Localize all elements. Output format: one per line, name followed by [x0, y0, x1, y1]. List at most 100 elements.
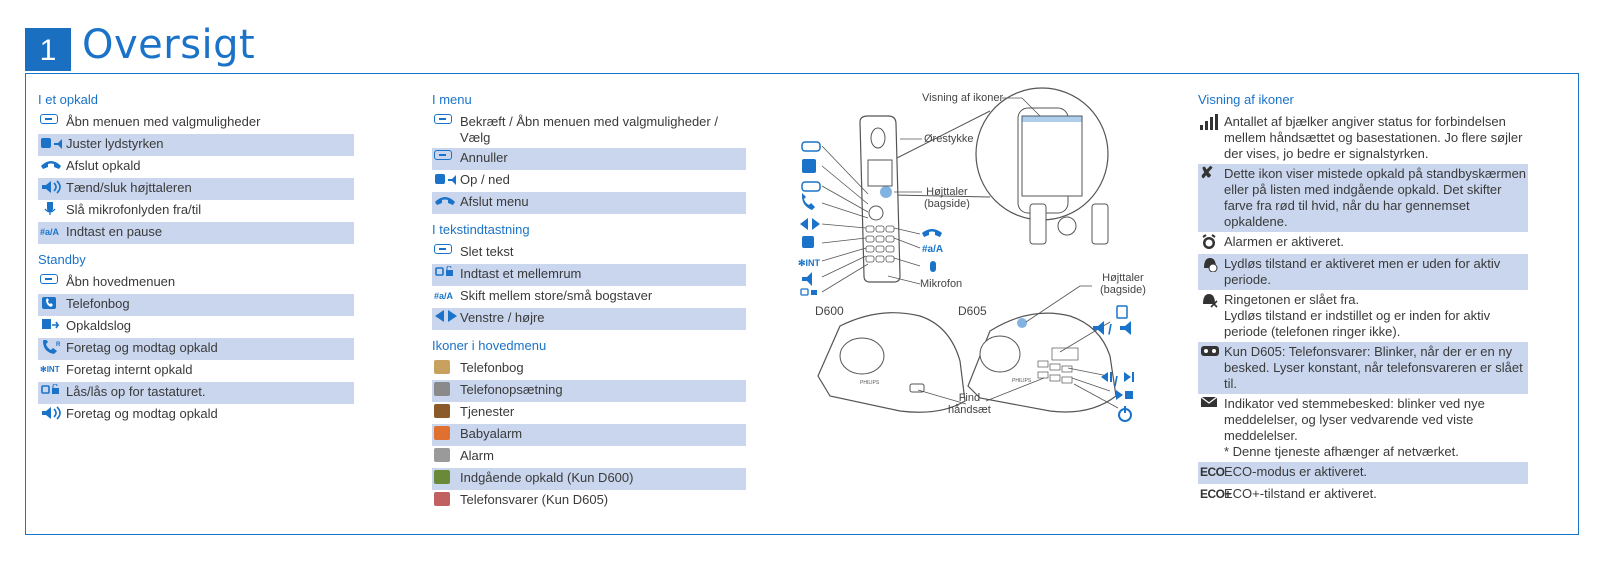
settings-menu-icon: [434, 382, 460, 396]
call-log-key-icon: [40, 318, 66, 332]
menu-key-row: Indgående opkald (Kun D600): [432, 468, 746, 490]
menu-key-row-text: Indgående opkald (Kun D600): [460, 470, 634, 485]
talk-key-icon: R: [40, 340, 66, 354]
phonebook-menu-icon: [434, 360, 460, 374]
handset-key-row: Afslut opkald: [38, 156, 354, 178]
svg-text:R: R: [56, 342, 61, 348]
pause-key-icon: #a/A: [434, 291, 454, 301]
label-d605: D605: [958, 304, 987, 318]
menu-key-row: Alarm: [432, 446, 746, 468]
display-icon-text: Antallet af bjælker angiver status for f…: [1224, 114, 1523, 161]
handset-key-row: Foretag og modtag opkald: [38, 404, 354, 426]
label-d600: D600: [815, 304, 844, 318]
handset-key-row-text: Åbn hovedmenuen: [66, 274, 176, 289]
softkey-icon: [434, 244, 460, 254]
handset-key-row-text: Opkaldslog: [66, 318, 132, 333]
intercom-key-label: ✻INT: [798, 258, 821, 268]
eco-icon: ECO: [1200, 464, 1225, 480]
pause-key-label: #a/A: [922, 244, 943, 255]
menu-key-row-text: Op / ned: [460, 172, 510, 187]
answering-machine-icon: [1200, 344, 1224, 358]
display-icon-text: Lydløs tilstand er aktiveret men er uden…: [1224, 256, 1501, 287]
menu-key-row: Bekræft / Åbn menuen med valgmuligheder …: [432, 112, 746, 148]
handset-key-row-text: Juster lydstyrken: [66, 136, 164, 151]
handset-key-row: Telefonbog: [38, 294, 354, 316]
handset-key-row-text: Indtast en pause: [66, 224, 163, 239]
speaker-icon: [40, 180, 66, 194]
display-icon-text: ECO-modus er aktiveret.: [1224, 464, 1368, 479]
display-icon-text: Dette ikon viser mistede opkald på stand…: [1224, 166, 1527, 229]
display-icon-text: Kun D605: Telefonsvarer: Blinker, når de…: [1224, 344, 1523, 391]
eco-label: ECO: [1200, 465, 1225, 479]
handset-key-row: R Foretag og modtag opkald: [38, 338, 354, 360]
display-icon-row: ✘Dette ikon viser mistede opkald på stan…: [1198, 164, 1528, 232]
eco-label: ECO+: [1200, 487, 1232, 501]
handset-key-row-text: Lås/lås op for tastaturet.: [66, 384, 206, 399]
alarm-menu-icon: [434, 448, 460, 462]
handset-key-row: Åbn hovedmenuen: [38, 272, 354, 294]
menu-key-row: Venstre / højre: [432, 308, 746, 330]
intercom-key-icon: ✻INT: [40, 365, 60, 374]
handset-key-row-text: Foretag og modtag opkald: [66, 340, 218, 355]
menu-key-row-text: Alarm: [460, 448, 494, 463]
handset-key-section-title: I et opkald: [38, 92, 98, 107]
left-right-icon: [434, 310, 460, 322]
menu-key-section-title: I menu: [432, 92, 472, 107]
answering-menu-icon: [434, 492, 460, 506]
content-frame: [25, 73, 1579, 535]
calllog-menu-icon: [434, 470, 460, 484]
lock-key-icon: [40, 384, 66, 396]
display-icon-row: Kun D605: Telefonsvarer: Blinker, når de…: [1198, 342, 1528, 394]
volume-keys-icon: [434, 172, 460, 186]
display-icon-row: Ringetonen er slået fra. Lydløs tilstand…: [1198, 290, 1528, 342]
label-microphone: Mikrofon: [920, 278, 963, 290]
menu-key-row: #a/A Skift mellem store/små bogstaver: [432, 286, 746, 308]
handset-drawing: [859, 115, 901, 283]
menu-key-row: Telefonbog: [432, 358, 746, 380]
mute-mic-icon: [40, 202, 66, 216]
display-icon-text: Ringetonen er slået fra. Lydløs tilstand…: [1224, 292, 1491, 339]
end-call-icon: [40, 158, 66, 170]
menu-key-row: Babyalarm: [432, 424, 746, 446]
menu-key-section-title: I tekstindtastning: [432, 222, 530, 237]
base-d600: PHILIPS: [817, 312, 966, 413]
handset-key-row-text: Åbn menuen med valgmuligheder: [66, 114, 261, 129]
display-icon-row: ECO+ECO+-tilstand er aktiveret.: [1198, 484, 1528, 506]
menu-key-row-text: Afslut menu: [460, 194, 529, 209]
eco-plus-icon: ECO+: [1200, 486, 1232, 502]
end-call-icon: [434, 194, 460, 206]
page-title: Oversigt: [82, 22, 256, 68]
menu-key-row-text: Tjenester: [460, 404, 515, 419]
handset-key-row-text: Tænd/sluk højttaleren: [66, 180, 192, 195]
softkey-icon: [40, 114, 66, 124]
menu-key-row-text: Venstre / højre: [460, 310, 545, 325]
softkey-icon: [434, 114, 460, 124]
handset-key-row: Åbn menuen med valgmuligheder: [38, 112, 354, 134]
menu-key-row: Afslut menu: [432, 192, 746, 214]
envelope-icon: [1200, 396, 1224, 408]
menu-key-row-text: Telefonbog: [460, 360, 524, 375]
display-icon-row: Antallet af bjælker angiver status for f…: [1198, 112, 1528, 164]
chapter-badge: 1: [25, 28, 71, 71]
menu-key-section-title: Ikoner i hovedmenu: [432, 338, 547, 353]
phonebook-key-icon: [40, 296, 66, 310]
svg-text:PHILIPS: PHILIPS: [860, 380, 880, 386]
handset-key-row: Slå mikrofonlyden fra/til: [38, 200, 354, 222]
menu-key-row-text: Bekræft / Åbn menuen med valgmuligheder …: [460, 114, 718, 145]
handset-key-row-text: Afslut opkald: [66, 158, 141, 173]
display-icons-title: Visning af ikoner: [1198, 92, 1294, 107]
menu-key-row-text: Telefonsvarer (Kun D605): [460, 492, 609, 507]
base-d605: PHILIPS: [967, 312, 1117, 413]
menu-key-row: Telefonopsætning: [432, 380, 746, 402]
lock-key-icon: [434, 266, 460, 278]
handset-key-section-title: Standby: [38, 252, 86, 267]
menu-key-row-text: Telefonopsætning: [460, 382, 563, 397]
menu-key-row-text: Skift mellem store/små bogstaver: [460, 288, 653, 303]
base-keys-icons: / /: [1093, 305, 1134, 422]
menu-key-row: Op / ned: [432, 170, 746, 192]
svg-text:/: /: [1108, 321, 1112, 337]
label-speaker-back: Højttaler(bagside): [924, 186, 970, 210]
